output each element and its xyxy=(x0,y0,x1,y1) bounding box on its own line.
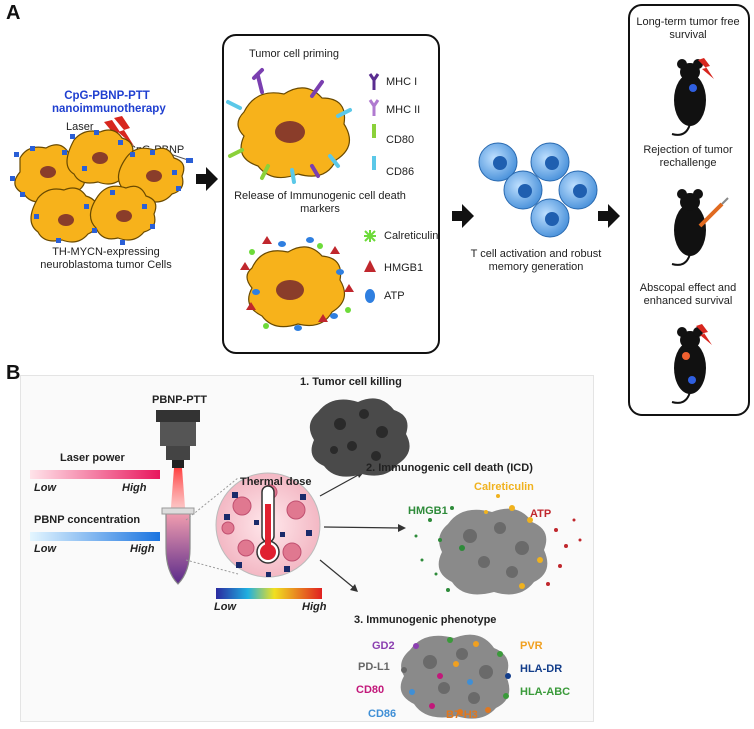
outcome-long-term: Long-term tumor free survival xyxy=(636,16,740,41)
pheno-hlaabc-label: HLA-ABC xyxy=(520,686,571,698)
laser-power-label: Laser power xyxy=(60,452,125,464)
laser-power-low: Low xyxy=(34,482,56,494)
marker-mhc-i: MHC I xyxy=(386,76,418,88)
pheno-hladr-label: HLA-DR xyxy=(520,663,563,675)
atp-icon xyxy=(365,289,375,303)
device-label: PBNP-PTT xyxy=(152,394,207,406)
laser-bolt-icon xyxy=(114,116,134,146)
icd-hmgb1-label: HMGB1 xyxy=(408,505,448,517)
icd-calreticulin-label: Calreticulin xyxy=(474,481,534,493)
thermal-high: High xyxy=(302,601,327,613)
mouse-icon xyxy=(671,327,706,404)
cd86-icon xyxy=(372,156,376,170)
marker-cd86: CD86 xyxy=(386,166,415,178)
pheno-cd80-label: CD80 xyxy=(356,684,385,696)
icd-atp-label: ATP xyxy=(530,508,552,520)
laser-bolt-icon xyxy=(698,58,714,79)
thermometer-icon xyxy=(256,485,280,564)
marker-hmgb1: HMGB1 xyxy=(384,262,424,274)
pbnp-conc-label: PBNP concentration xyxy=(34,514,141,526)
pheno-pvr-label: PVR xyxy=(520,640,543,652)
panel-b-letter: B xyxy=(6,362,21,384)
tcell-caption: T cell activation and robust memory gene… xyxy=(470,248,602,273)
pheno-cd86-label: CD86 xyxy=(368,708,397,720)
tumor-cells-caption: TH-MYCN-expressing neuroblastoma tumor C… xyxy=(40,246,172,271)
thermal-dose-label: Thermal dose xyxy=(240,476,312,488)
step-1-title: 1. Tumor cell killing xyxy=(300,376,402,388)
marker-mhc-ii: MHC II xyxy=(386,104,421,116)
pheno-b7h3-label: B7-H3 xyxy=(446,709,478,721)
arrow-right-icon xyxy=(452,204,474,228)
laser-label: Laser xyxy=(66,121,94,133)
cpg-pbnp-particle-icon xyxy=(186,158,193,163)
pbnp-conc-low: Low xyxy=(34,543,56,555)
calreticulin-icon xyxy=(364,230,376,242)
step-2-title: 2. Immunogenic cell death (ICD) xyxy=(366,462,533,474)
pheno-gd2-label: GD2 xyxy=(372,640,395,652)
therapy-title: CpG-PBNP-PTT nanoimmunotherapy xyxy=(52,90,166,115)
outcome-abscopal: Abscopal effect and enhanced survival xyxy=(639,282,737,307)
outcome-rechallenge: Rejection of tumor rechallenge xyxy=(643,144,733,169)
laser-power-high: High xyxy=(122,482,147,494)
marker-calreticulin: Calreticulin xyxy=(384,230,439,242)
step-3-title: 3. Immunogenic phenotype xyxy=(354,614,497,626)
marker-cd80: CD80 xyxy=(386,134,415,146)
release-title: Release of Immunogenic cell death marker… xyxy=(234,190,406,215)
hmgb1-icon xyxy=(364,260,376,272)
arrow-right-icon xyxy=(196,167,218,191)
pbnp-conc-high: High xyxy=(130,543,155,555)
mouse-icon xyxy=(671,189,706,266)
panel-a-letter: A xyxy=(6,2,21,24)
mhc-ii-icon xyxy=(368,99,380,116)
cd80-icon xyxy=(372,124,376,138)
marker-atp: ATP xyxy=(384,290,405,302)
mhc-i-icon xyxy=(368,73,380,90)
arrow-right-icon xyxy=(598,204,620,228)
syringe-icon xyxy=(698,202,724,228)
laser-bolt-icon xyxy=(696,324,712,345)
mouse-icon xyxy=(671,59,706,136)
thermal-low: Low xyxy=(214,601,236,613)
priming-title: Tumor cell priming xyxy=(248,48,340,60)
pheno-pdl1-label: PD-L1 xyxy=(358,661,390,673)
